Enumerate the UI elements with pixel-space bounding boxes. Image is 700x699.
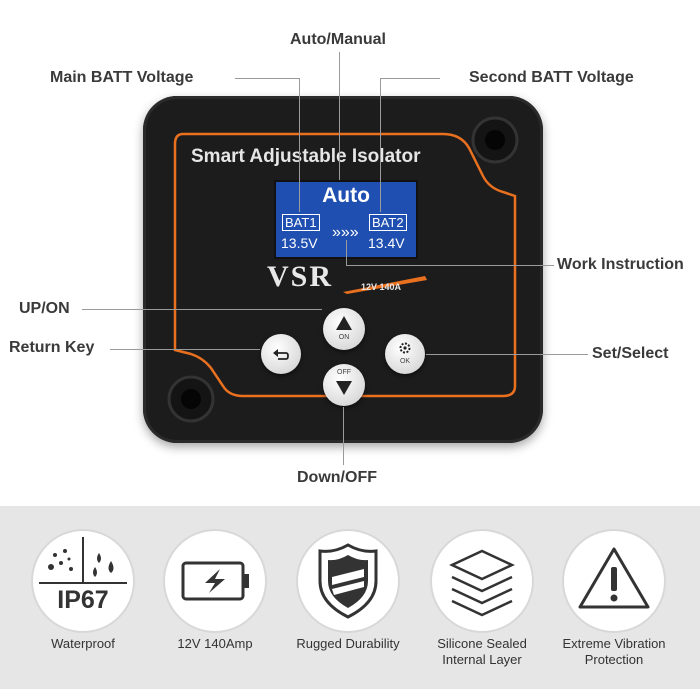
feature-label-sealed-line2: Internal Layer <box>442 652 522 667</box>
feature-label-vibration: Extreme Vibration Protection <box>544 636 684 668</box>
leader-work-v <box>346 240 347 265</box>
device-title: Smart Adjustable Isolator <box>191 146 421 167</box>
layers-icon <box>449 549 515 617</box>
up-on-button[interactable]: ON <box>323 308 365 350</box>
down-arrow-icon <box>336 381 352 395</box>
feature-label-vibration-line2: Protection <box>584 652 644 667</box>
down-off-callout: Down/OFF <box>297 469 377 486</box>
battery-icon <box>181 561 249 601</box>
set-select-button[interactable]: OK <box>385 334 425 374</box>
bat2-label: BAT2 <box>369 214 407 231</box>
rating-label: 12V 140A <box>361 282 402 292</box>
ok-label: OK <box>399 358 411 365</box>
lcd-screen: Auto BAT1 13.5V »»» BAT2 13.4V <box>274 180 418 259</box>
leader-second-batt-h <box>380 78 440 79</box>
device-outline <box>167 116 519 423</box>
bat2-voltage: 13.4V <box>368 235 405 251</box>
set-select-callout: Set/Select <box>592 345 669 362</box>
brand-swoosh <box>343 276 427 294</box>
leader-auto-manual <box>339 52 340 180</box>
leader-return <box>110 349 260 350</box>
vibration-badge <box>564 531 664 631</box>
sealed-badge <box>432 531 532 631</box>
on-label: ON <box>338 334 350 341</box>
isolator-device: Smart Adjustable Isolator Auto BAT1 13.5… <box>143 96 543 443</box>
waterproof-badge: IP67 <box>33 531 133 631</box>
feature-label-vibration-line1: Extreme Vibration <box>562 636 666 651</box>
up-on-callout: UP/ON <box>19 300 70 317</box>
waterproof-icon <box>39 537 127 584</box>
work-instruction-callout: Work Instruction <box>557 256 684 273</box>
battery-badge <box>165 531 265 631</box>
feature-label-sealed-line1: Silicone Sealed <box>437 636 527 651</box>
feature-label-amp: 12V 140Amp <box>177 636 253 651</box>
auto-manual-callout: Auto/Manual <box>290 31 386 48</box>
return-key-callout: Return Key <box>9 339 95 356</box>
gear-icon <box>399 342 411 354</box>
durability-badge <box>298 531 398 631</box>
brand-logo: VSR <box>267 260 334 293</box>
return-button[interactable] <box>261 334 301 374</box>
feature-label-waterproof: Waterproof <box>51 636 115 651</box>
ip67-text: IP67 <box>57 586 109 614</box>
down-off-button[interactable]: OFF <box>323 364 365 406</box>
leader-up-on <box>82 309 322 310</box>
bat1-label: BAT1 <box>282 214 320 231</box>
return-icon <box>273 349 289 360</box>
feature-label-durability: Rugged Durability <box>296 636 400 651</box>
leader-second-batt-v <box>380 78 381 212</box>
second-batt-voltage-callout: Second BATT Voltage <box>469 69 634 86</box>
main-batt-voltage-callout: Main BATT Voltage <box>50 69 194 86</box>
leader-main-batt-v <box>299 78 300 212</box>
shield-icon <box>318 543 378 619</box>
leader-set-select <box>426 354 588 355</box>
warning-icon <box>578 547 650 609</box>
leader-down-off <box>343 407 344 465</box>
off-label: OFF <box>337 369 351 376</box>
mode-display: Auto <box>322 184 370 207</box>
flow-arrows: »»» <box>332 224 359 241</box>
leader-main-batt-h <box>235 78 300 79</box>
leader-work-h <box>346 265 554 266</box>
up-arrow-icon <box>336 316 352 330</box>
feature-label-sealed: Silicone Sealed Internal Layer <box>412 636 552 668</box>
bat1-voltage: 13.5V <box>281 235 318 251</box>
